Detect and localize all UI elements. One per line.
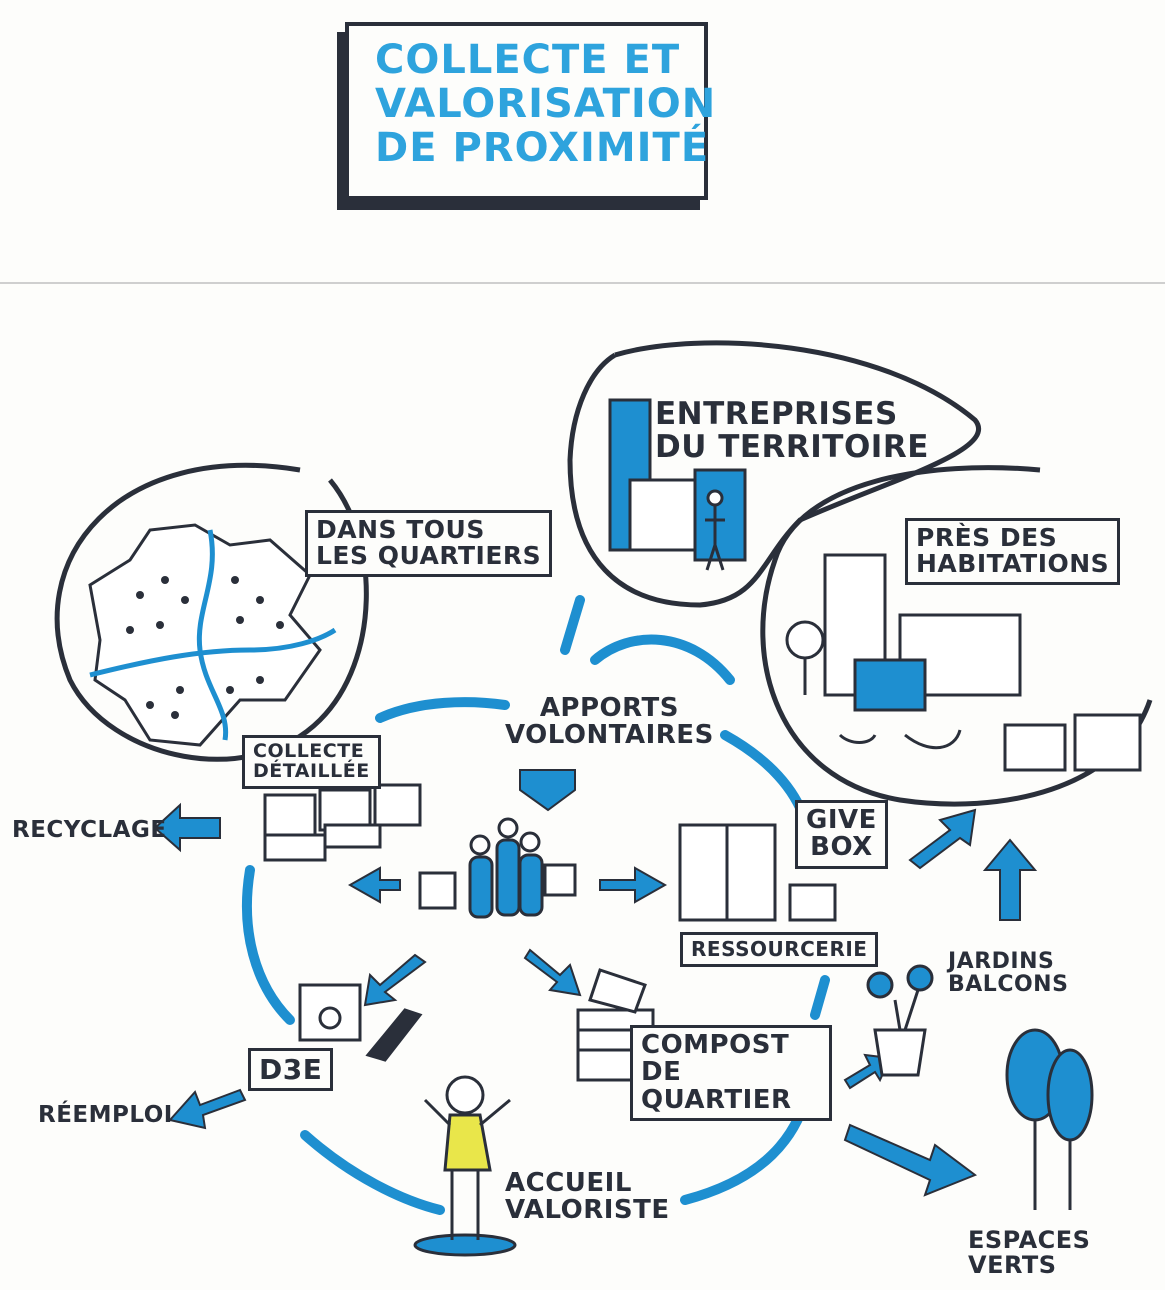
- label-pres-des-habitations: PRÈS DES HABITATIONS: [905, 518, 1121, 585]
- page-title: COLLECTE ET VALORISATION DE PROXIMITÉ: [375, 37, 717, 171]
- label-d3e: D3E: [248, 1048, 334, 1092]
- appliance-icon: [298, 983, 423, 1062]
- title-box: COLLECTE ET VALORISATION DE PROXIMITÉ: [345, 22, 715, 200]
- flow-arrows: [153, 769, 1038, 1197]
- plant-pot-icon: [866, 964, 934, 1077]
- office-buildings-icon: [608, 398, 747, 571]
- label-reemploi: RÉEMPLOI: [38, 1102, 173, 1128]
- valoriste-person-icon: [413, 1075, 517, 1257]
- label-accueil-valoriste: ACCUEIL VALORISTE: [505, 1168, 670, 1226]
- habitations-circle: [760, 465, 1153, 807]
- wardrobe-icon: [678, 823, 837, 922]
- label-dans-tous-les-quartiers: DANS TOUS LES QUARTIERS: [305, 510, 553, 577]
- label-give-box: GIVE BOX: [795, 800, 888, 869]
- quartiers-circle: [54, 462, 369, 762]
- label-espaces-verts: ESPACES VERTS: [968, 1226, 1091, 1280]
- label-collecte-detaillee: COLLECTE DÉTAILLÉE: [242, 735, 381, 789]
- label-entreprises-du-territoire: ENTREPRISES DU TERRITOIRE: [655, 396, 929, 465]
- label-recyclage: RECYCLAGE: [12, 817, 167, 843]
- label-jardins-balcons: JARDINS BALCONS: [948, 949, 1069, 998]
- trees-icon: [1005, 1028, 1094, 1210]
- label-ressourcerie: RESSOURCERIE: [680, 932, 879, 967]
- label-apports-volontaires: APPORTS VOLONTAIRES: [505, 693, 714, 751]
- label-compost-de-quartier: COMPOST DE QUARTIER: [630, 1025, 832, 1121]
- people-icon: [418, 817, 577, 919]
- city-map-icon: [88, 523, 337, 747]
- housing-icon: [785, 553, 1142, 772]
- market-stalls-icon: [263, 783, 422, 862]
